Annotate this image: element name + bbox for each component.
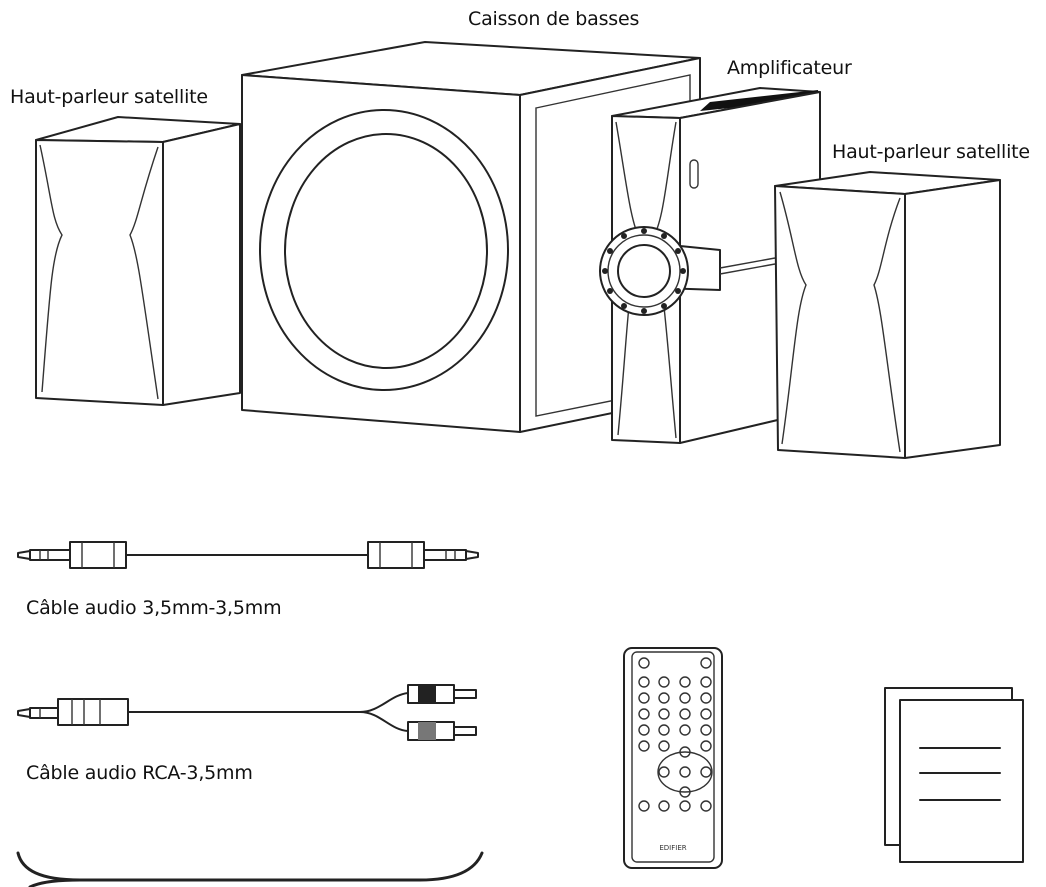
rca-cable-icon: [17, 684, 477, 741]
label-satellite-right: Haut-parleur satellite: [832, 141, 1030, 163]
power-cable-icon: [16, 851, 484, 887]
label-amplifier: Amplificateur: [727, 57, 852, 79]
label-cable-35mm: Câble audio 3,5mm-3,5mm: [26, 597, 282, 619]
label-satellite-left: Haut-parleur satellite: [10, 86, 208, 108]
remote-brand: EDIFIER: [659, 844, 686, 852]
label-cable-rca: Câble audio RCA-3,5mm: [26, 762, 253, 784]
manual-documents-icon: [884, 687, 1024, 863]
label-subwoofer: Caisson de basses: [468, 8, 640, 30]
audio-cable-icon: [17, 541, 479, 569]
satellite-speaker-right-icon: [774, 171, 1001, 459]
satellite-speaker-left-icon: [35, 116, 241, 406]
remote-control-icon: EDIFIER: [623, 647, 723, 869]
